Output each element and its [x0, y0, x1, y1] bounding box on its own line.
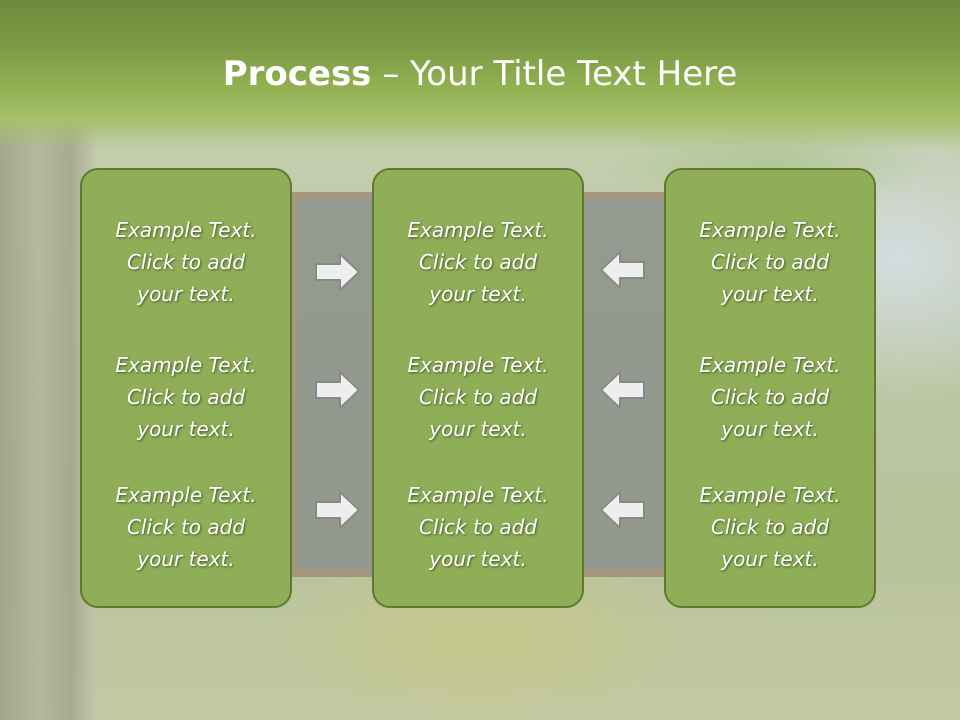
text-block[interactable]: Example Text. Click to add your text. — [666, 479, 874, 575]
text-block[interactable]: Example Text. Click to add your text. — [666, 349, 874, 445]
arrow-right-icon — [315, 491, 360, 529]
text-line: your text. — [721, 547, 819, 571]
text-line: Click to add — [418, 515, 538, 539]
text-block[interactable]: Example Text. Click to add your text. — [82, 479, 290, 575]
text-line: Click to add — [126, 515, 246, 539]
text-line: your text. — [137, 282, 235, 306]
text-line: your text. — [137, 417, 235, 441]
text-line: Click to add — [126, 385, 246, 409]
title-bar — [0, 0, 960, 150]
text-line: Click to add — [418, 250, 538, 274]
text-line: Example Text. — [699, 483, 841, 507]
text-line: Example Text. — [699, 353, 841, 377]
text-line: Click to add — [710, 250, 830, 274]
text-line: your text. — [429, 417, 527, 441]
text-line: Example Text. — [115, 218, 257, 242]
slide-title[interactable]: Process – Your Title Text Here — [0, 52, 960, 96]
text-line: Example Text. — [115, 353, 257, 377]
process-box-right[interactable]: Example Text. Click to add your text. Ex… — [664, 168, 876, 608]
arrow-left-icon — [600, 251, 645, 289]
tree-trunk — [0, 120, 95, 720]
text-line: your text. — [721, 282, 819, 306]
arrow-right-icon — [315, 371, 360, 409]
arrow-left-icon — [600, 371, 645, 409]
text-line: your text. — [721, 417, 819, 441]
text-block[interactable]: Example Text. Click to add your text. — [82, 349, 290, 445]
arrow-right-icon — [315, 253, 360, 291]
text-line: Click to add — [710, 515, 830, 539]
text-line: your text. — [429, 282, 527, 306]
text-block[interactable]: Example Text. Click to add your text. — [666, 214, 874, 310]
text-line: Click to add — [126, 250, 246, 274]
text-line: Click to add — [710, 385, 830, 409]
text-block[interactable]: Example Text. Click to add your text. — [374, 214, 582, 310]
text-line: Example Text. — [115, 483, 257, 507]
title-bold: Process — [222, 54, 372, 94]
process-box-middle[interactable]: Example Text. Click to add your text. Ex… — [372, 168, 584, 608]
arrow-left-icon — [600, 491, 645, 529]
text-block[interactable]: Example Text. Click to add your text. — [374, 349, 582, 445]
text-line: Example Text. — [407, 353, 549, 377]
title-rest: – Your Title Text Here — [371, 54, 738, 94]
text-block[interactable]: Example Text. Click to add your text. — [82, 214, 290, 310]
text-line: Example Text. — [407, 483, 549, 507]
text-line: Click to add — [418, 385, 538, 409]
text-line: Example Text. — [407, 218, 549, 242]
text-line: Example Text. — [699, 218, 841, 242]
process-box-left[interactable]: Example Text. Click to add your text. Ex… — [80, 168, 292, 608]
text-line: your text. — [429, 547, 527, 571]
text-block[interactable]: Example Text. Click to add your text. — [374, 479, 582, 575]
text-line: your text. — [137, 547, 235, 571]
